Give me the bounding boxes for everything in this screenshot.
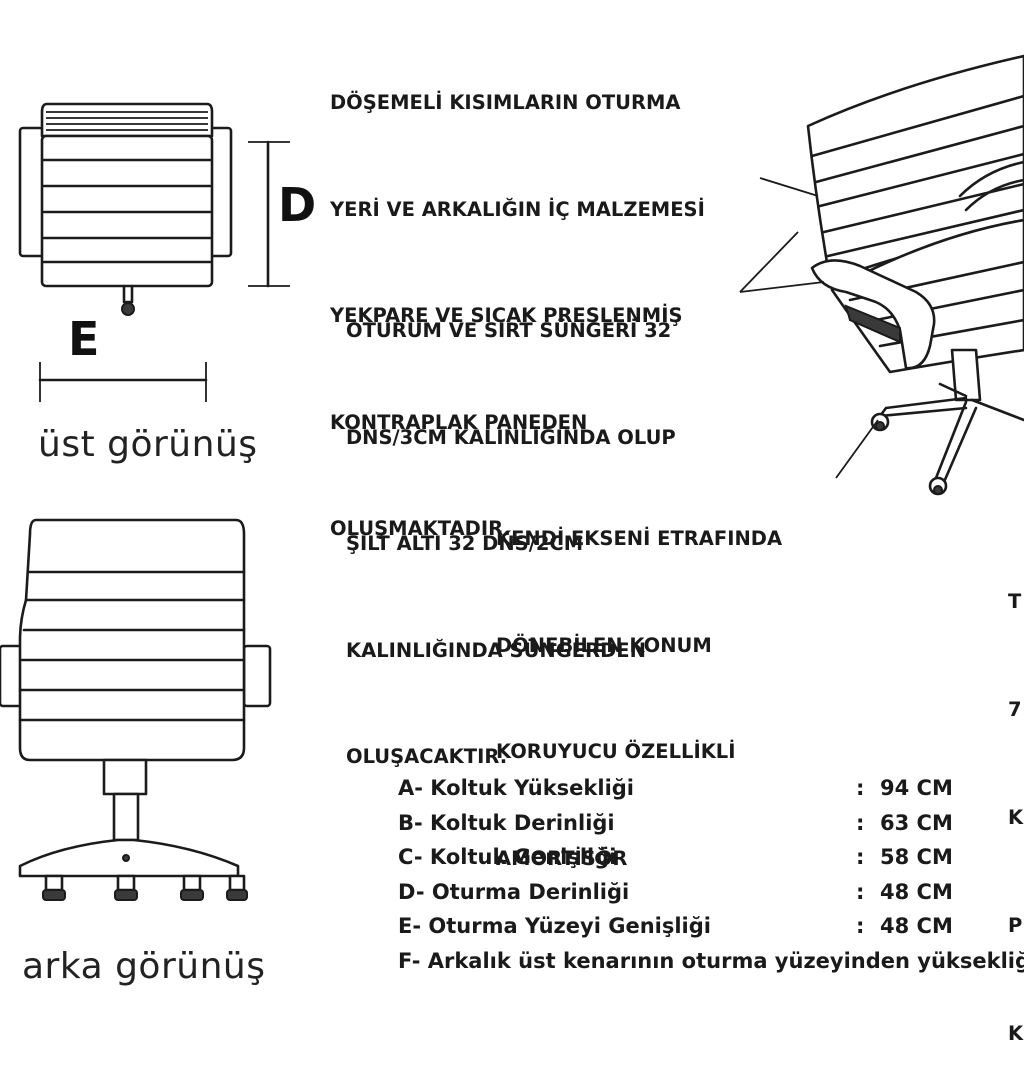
shock-note-line: DÖNEBİLEN KONUM	[496, 633, 712, 657]
top-view-caption: üst görünüş	[38, 424, 258, 465]
back-view-caption: arka görünüş	[22, 946, 266, 987]
foam-note-line: KALINLIĞINDA SÜNGERDEN	[346, 638, 646, 662]
dimension-label-e: E	[68, 312, 100, 366]
spec-label: C- Koltuk Genişliği	[398, 845, 617, 869]
spec-row-d: D- Oturma Derinliği : 48 CM	[398, 880, 1024, 915]
foam-note-line: OTURUM VE SIRT SÜNGERİ 32	[346, 319, 672, 342]
foam-note-line: DNS/3CM KALINLIĞINDA OLUP	[346, 425, 676, 449]
spec-row-e: E- Oturma Yüzeyi Genişliği : 48 CM	[398, 914, 1024, 949]
cut-off-note-line: T	[1008, 590, 1022, 613]
shock-note-line: AMORTİSÖR	[496, 846, 628, 870]
spec-colon: :	[856, 776, 865, 800]
spec-value: 48 CM	[880, 879, 953, 904]
spec-value: 58 CM	[880, 845, 953, 869]
dimension-label-d: D	[278, 178, 317, 232]
material-note: DÖŞEMELİ KISIMLARIN OTURMA YERİ VE ARKAL…	[330, 14, 705, 582]
cut-off-note-line: K	[1008, 806, 1024, 829]
material-note-line: DÖŞEMELİ KISIMLARIN OTURMA	[330, 91, 681, 114]
spec-list: A- Koltuk Yüksekliği : 94 CM B- Koltuk D…	[398, 776, 1024, 983]
spec-colon: :	[856, 879, 865, 904]
foam-note-line: OLUŞACAKTIR.	[346, 745, 508, 768]
spec-row-a: A- Koltuk Yüksekliği : 94 CM	[398, 776, 1024, 811]
shock-note-line: KENDİ EKSENİ ETRAFINDA	[496, 527, 783, 550]
spec-row-c: C- Koltuk Genişliği : 58 CM	[398, 845, 1024, 880]
spec-colon: :	[856, 914, 865, 938]
top-view-drawing	[18, 102, 290, 402]
shock-note-line: KORUYUCU ÖZELLİKLİ	[496, 740, 736, 763]
cut-off-note-line: K	[1008, 1022, 1024, 1045]
perspective-view-drawing	[739, 54, 1024, 496]
back-view-drawing	[0, 518, 272, 901]
spec-value: 63 CM	[880, 810, 953, 835]
foam-note: OTURUM VE SIRT SÜNGERİ 32 DNS/3CM KALINL…	[346, 242, 676, 810]
spec-label: B- Koltuk Derinliği	[398, 810, 615, 835]
spec-row-b: B- Koltuk Derinliği : 63 CM	[398, 811, 1024, 846]
spec-label: D- Oturma Derinliği	[398, 879, 630, 904]
spec-colon: :	[856, 810, 865, 835]
spec-value: 48 CM	[880, 914, 953, 938]
material-note-line: YERİ VE ARKALIĞIN İÇ MALZEMESİ	[330, 197, 705, 221]
spec-label: E- Oturma Yüzeyi Genişliği	[398, 914, 711, 938]
cut-off-note-line: 7	[1008, 698, 1022, 721]
spec-value: 94 CM	[880, 776, 953, 800]
spec-label: A- Koltuk Yüksekliği	[398, 776, 635, 800]
foam-note-line: ŞİLT ALTI 32 DNS/2CM	[346, 532, 584, 555]
material-note-line: YEKPARE VE SICAK PRESLENMİŞ	[330, 304, 683, 327]
material-note-line: OLUŞMAKTADIR.	[330, 517, 511, 540]
spec-row-f: F- Arkalık üst kenarının oturma yüzeyind…	[398, 949, 1024, 984]
chair-drawings	[0, 54, 1024, 901]
spec-label: F- Arkalık üst kenarının oturma yüzeyind…	[398, 948, 1024, 973]
shock-absorber-note: KENDİ EKSENİ ETRAFINDA DÖNEBİLEN KONUM K…	[496, 450, 782, 912]
material-note-line: KONTRAPLAK PANEDEN	[330, 410, 588, 434]
spec-colon: :	[856, 845, 865, 869]
cut-off-note-line: P	[1008, 914, 1023, 937]
